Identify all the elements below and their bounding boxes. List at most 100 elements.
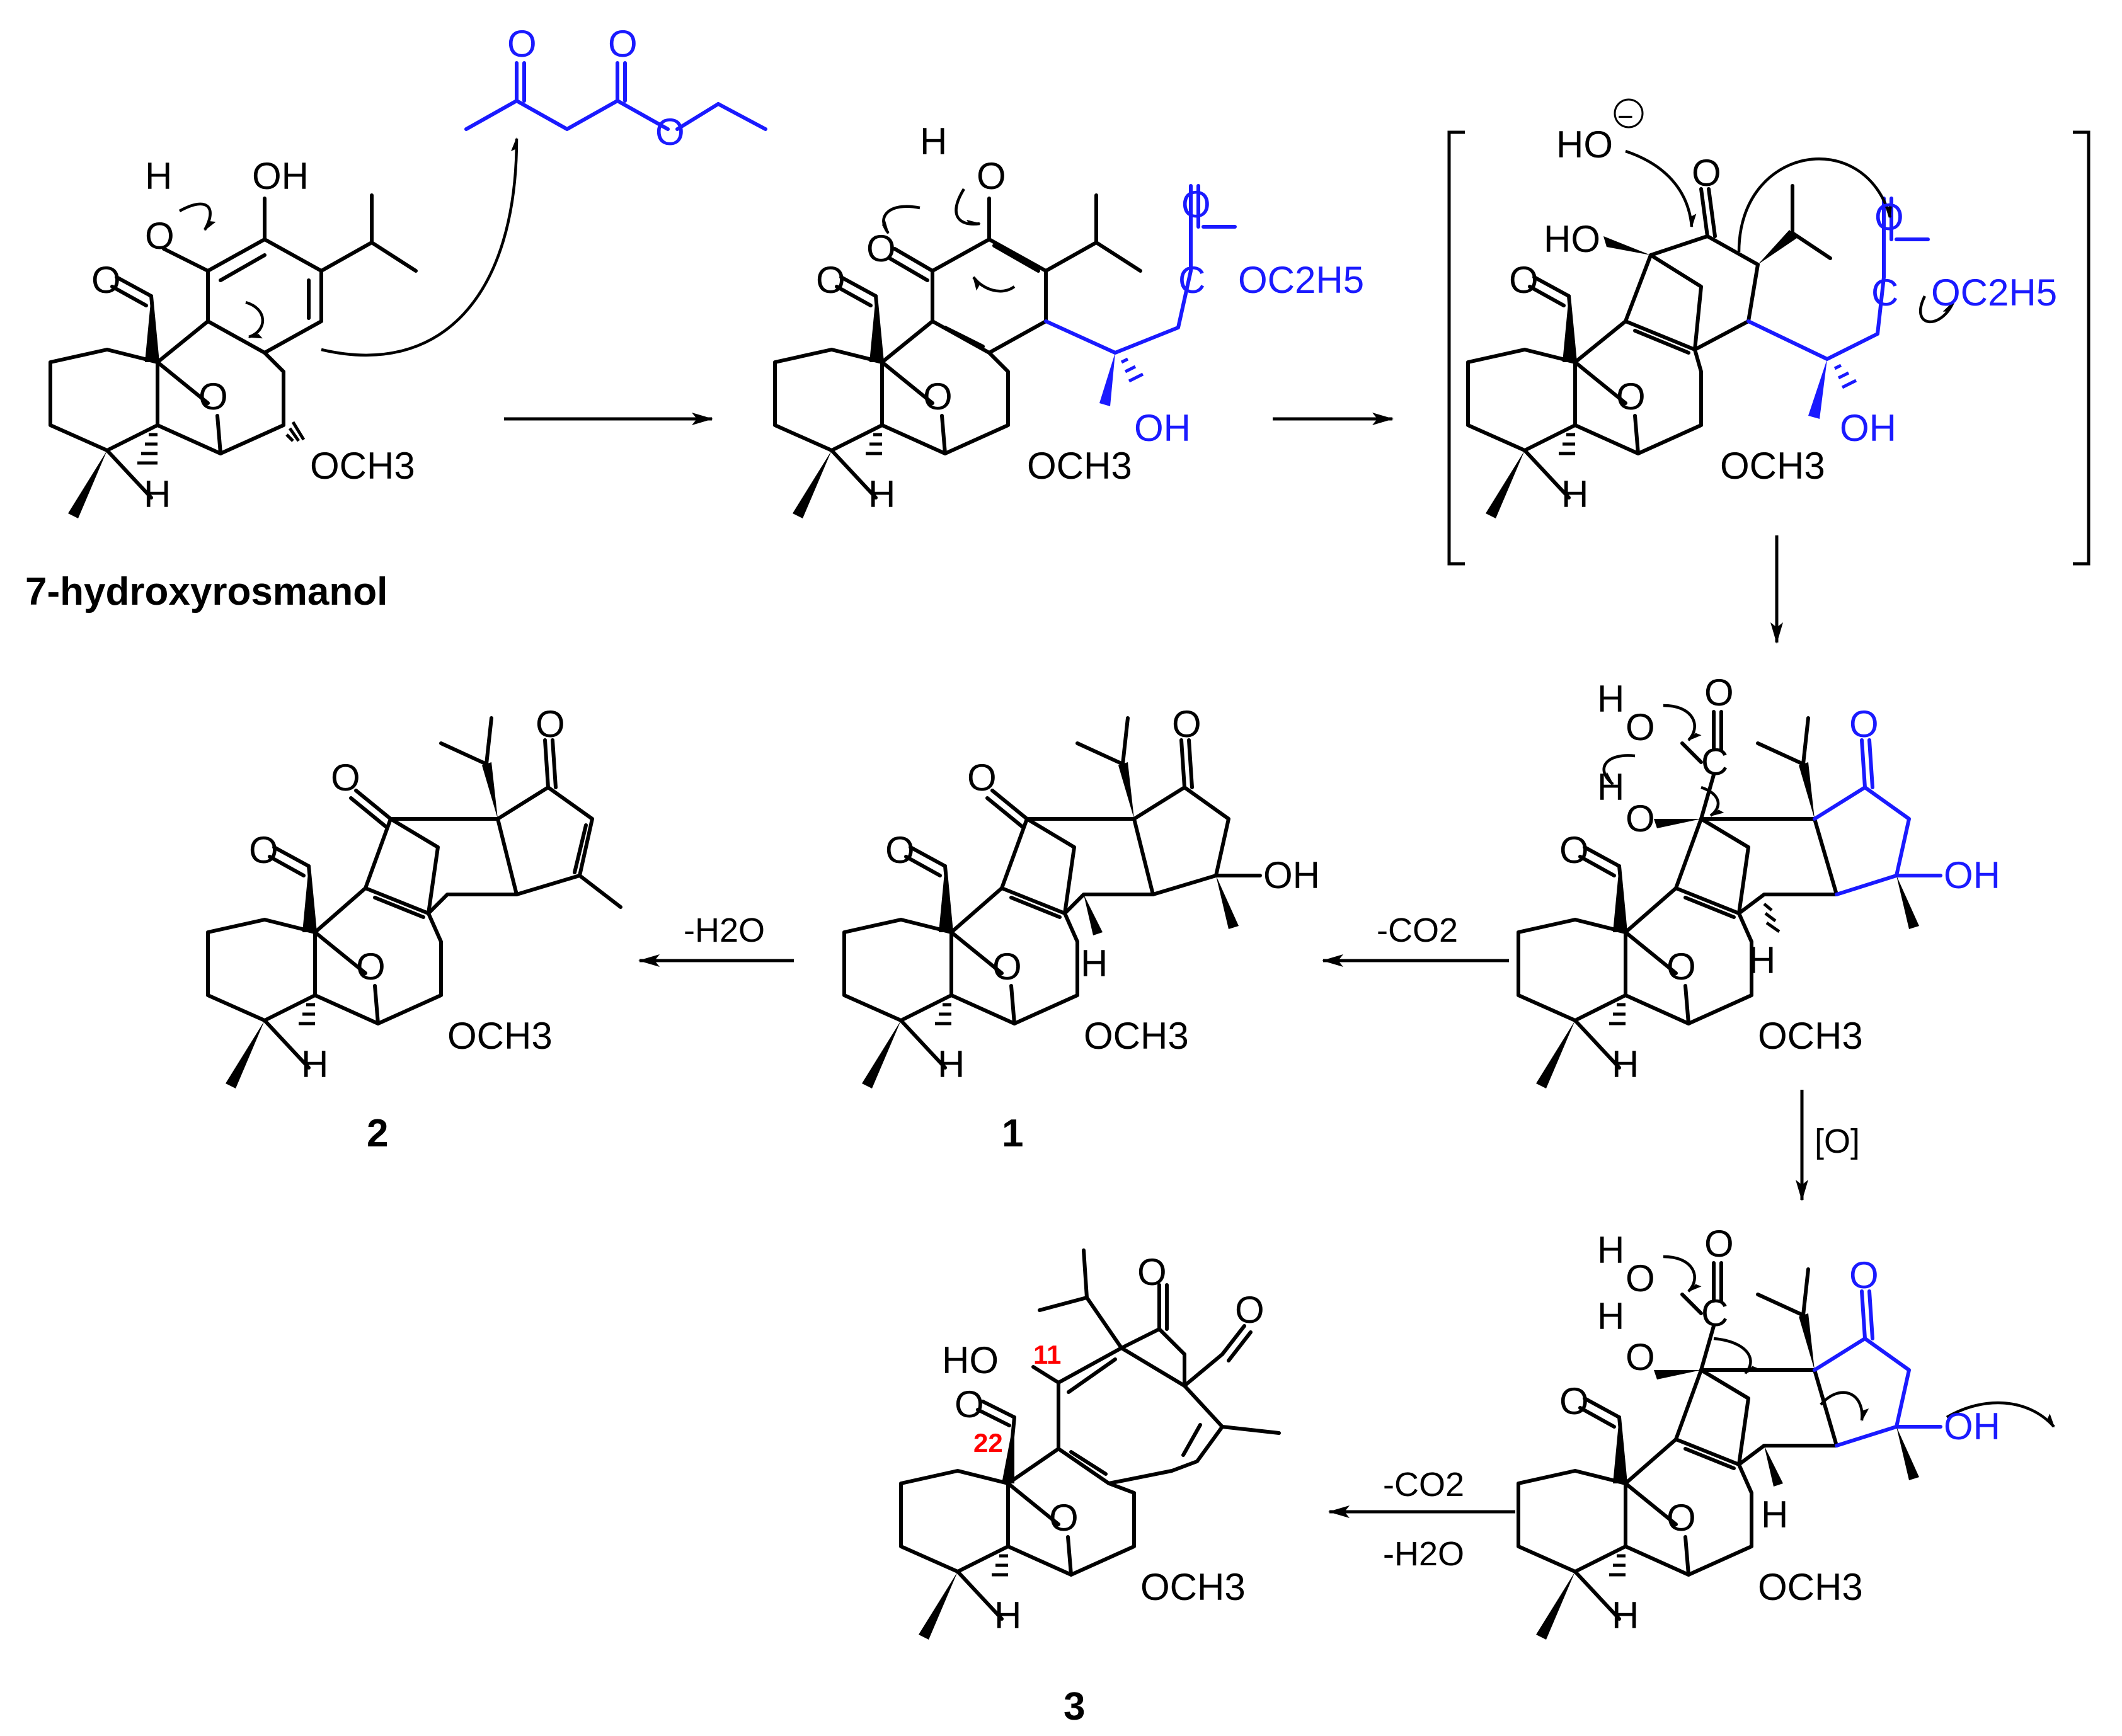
svg-text:O: O — [356, 945, 386, 988]
svg-text:O: O — [1626, 706, 1655, 748]
svg-text:O: O — [198, 375, 228, 418]
svg-text:O: O — [977, 155, 1006, 197]
svg-text:O: O — [1509, 259, 1539, 301]
svg-text:C: C — [1701, 1292, 1728, 1334]
label-7-hydroxyrosmanol: 7-hydroxyrosmanol — [25, 570, 387, 614]
svg-text:O: O — [1626, 797, 1655, 840]
svg-text:OH: OH — [1840, 407, 1896, 449]
svg-text:O: O — [331, 757, 360, 799]
svg-text:H: H — [1561, 473, 1588, 515]
svg-text:O: O — [1626, 1257, 1655, 1299]
structure-bracketed-intermediate: HO − O HO O O H OCH3 O C OC2H5 OH — [1447, 98, 2090, 566]
svg-text:O: O — [608, 23, 638, 65]
reaction-arrows — [504, 413, 1808, 1518]
svg-text:OH: OH — [1134, 407, 1191, 449]
svg-text:H: H — [1597, 766, 1624, 808]
structure-compound-3: HO O O O O H OCH3 11 22 — [899, 1248, 1281, 1640]
structure-compound-1: O O O O H OCH3 H OH — [842, 703, 1320, 1088]
svg-text:O: O — [1704, 671, 1734, 714]
svg-text:C: C — [1178, 259, 1205, 301]
label-compound-2: 2 — [367, 1112, 388, 1155]
svg-text:OC2H5: OC2H5 — [1238, 259, 1364, 301]
compound-labels: 7-hydroxyrosmanol 2 1 3 — [25, 570, 1085, 1728]
svg-text:H: H — [920, 120, 947, 163]
svg-text:−: − — [1617, 101, 1634, 132]
svg-text:O: O — [1235, 1289, 1265, 1331]
svg-text:H: H — [1081, 942, 1108, 985]
svg-text:H: H — [868, 473, 895, 515]
svg-text:H: H — [1597, 1295, 1624, 1337]
svg-text:H: H — [1612, 1594, 1639, 1636]
svg-text:O: O — [536, 703, 565, 745]
svg-text:HO: HO — [1544, 218, 1600, 260]
structure-compound-2: O O O O H OCH3 — [206, 703, 622, 1088]
structure-adduct: H O O O O H OCH3 O C OC2H5 OH — [773, 120, 1364, 518]
svg-text:OCH3: OCH3 — [1758, 1566, 1863, 1608]
svg-text:H: H — [1748, 939, 1775, 981]
svg-text:OCH3: OCH3 — [310, 445, 415, 487]
svg-text:H: H — [301, 1043, 328, 1085]
svg-text:HO: HO — [1556, 123, 1613, 166]
svg-text:H: H — [144, 473, 171, 515]
svg-text:H: H — [1597, 1229, 1624, 1271]
svg-text:OCH3: OCH3 — [1720, 445, 1825, 487]
svg-text:O: O — [1172, 703, 1202, 745]
conditions: -CO2 -H2O [O] -CO2 -H2O — [684, 911, 1860, 1573]
condition-co2-b: -CO2 — [1383, 1466, 1464, 1504]
svg-text:OCH3: OCH3 — [447, 1015, 553, 1057]
svg-text:H: H — [145, 155, 172, 197]
atom-number-22: 22 — [973, 1428, 1003, 1458]
svg-text:C: C — [1701, 741, 1728, 783]
svg-text:H: H — [1597, 678, 1624, 720]
structure-oxidized-intermediate: H O O C H O O O H OCH3 H O OH — [1517, 1223, 2055, 1640]
svg-text:O: O — [1616, 375, 1646, 418]
svg-text:OH: OH — [1263, 854, 1320, 896]
svg-text:O: O — [992, 945, 1022, 988]
condition-h2o-b: -H2O — [1383, 1535, 1464, 1573]
svg-text:O: O — [923, 375, 953, 418]
svg-text:H: H — [1761, 1493, 1788, 1536]
svg-text:OH: OH — [1944, 1405, 2000, 1448]
svg-text:O: O — [1137, 1251, 1167, 1293]
svg-text:C: C — [1871, 271, 1898, 314]
svg-text:O: O — [866, 227, 896, 270]
svg-text:OC2H5: OC2H5 — [1931, 271, 2057, 314]
svg-text:H: H — [1612, 1043, 1639, 1085]
structure-keto-acid-intermediate: H O O C H O O O H OCH3 H O OH — [1517, 671, 2000, 1088]
svg-text:H: H — [938, 1043, 965, 1085]
svg-text:O: O — [655, 111, 685, 153]
svg-text:O: O — [249, 829, 278, 871]
svg-text:O: O — [1704, 1223, 1734, 1265]
svg-text:OCH3: OCH3 — [1027, 445, 1132, 487]
svg-text:O: O — [1559, 829, 1589, 871]
svg-text:O: O — [816, 259, 846, 301]
svg-text:O: O — [955, 1383, 984, 1425]
atom-number-11: 11 — [1033, 1340, 1061, 1369]
svg-text:O: O — [1666, 1497, 1696, 1539]
condition-oxidation: [O] — [1815, 1122, 1860, 1160]
label-compound-1: 1 — [1002, 1112, 1023, 1155]
svg-text:O: O — [885, 829, 915, 871]
condition-co2-a: -CO2 — [1377, 911, 1458, 949]
condition-h2o: -H2O — [684, 911, 765, 949]
svg-text:O: O — [1849, 1254, 1879, 1296]
structure-ethyl-acetoacetate: O O O — [464, 23, 767, 153]
svg-text:HO: HO — [942, 1339, 999, 1381]
structure-7-hydroxyrosmanol: H O OH O O H OCH3 — [49, 137, 519, 518]
svg-text:O: O — [1559, 1380, 1589, 1422]
svg-text:O: O — [507, 23, 537, 65]
svg-text:O: O — [1049, 1497, 1079, 1539]
svg-text:O: O — [1666, 945, 1696, 988]
svg-text:OCH3: OCH3 — [1084, 1015, 1189, 1057]
svg-text:O: O — [145, 215, 175, 257]
label-compound-3: 3 — [1064, 1685, 1085, 1728]
svg-text:O: O — [1692, 152, 1721, 194]
svg-text:O: O — [967, 757, 997, 799]
svg-text:O: O — [1626, 1336, 1655, 1378]
svg-text:O: O — [1181, 183, 1211, 226]
svg-text:O: O — [91, 259, 121, 301]
svg-text:H: H — [994, 1594, 1021, 1636]
svg-text:OCH3: OCH3 — [1758, 1015, 1863, 1057]
svg-text:O: O — [1874, 196, 1904, 238]
